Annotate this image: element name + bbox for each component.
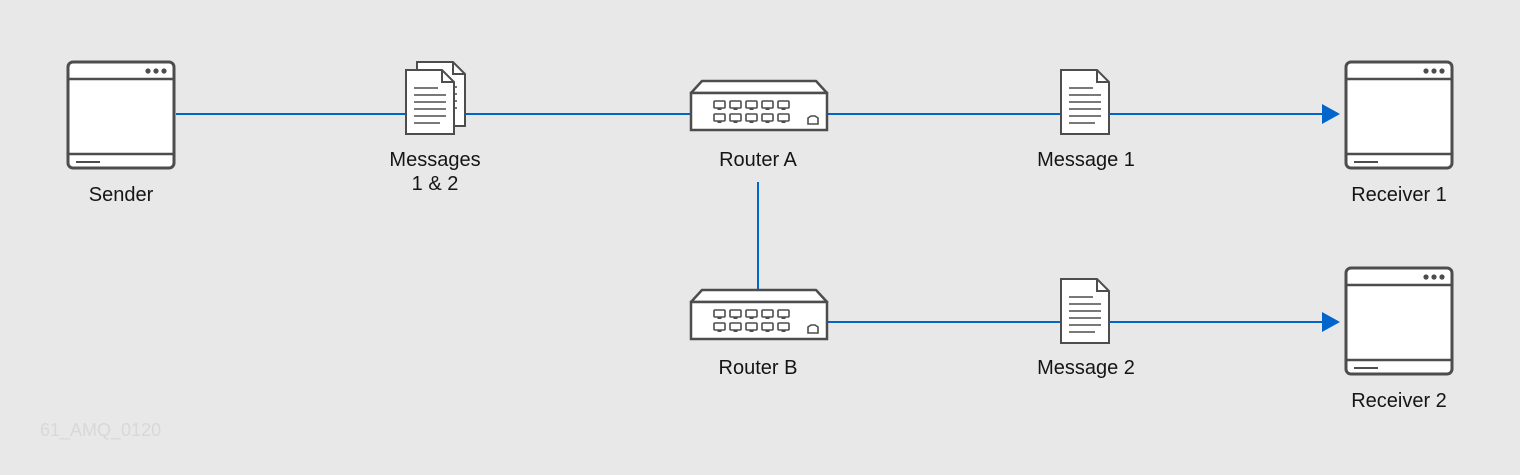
router-a-switch-icon — [691, 81, 827, 130]
messages-1-2-label: Messages 1 & 2 — [389, 149, 481, 195]
receiver-2-window-icon — [1344, 266, 1454, 376]
receiver-1-window-icon — [1344, 60, 1454, 170]
arrowhead-receiver-2-icon — [1322, 312, 1340, 332]
arrowhead-receiver-1-icon — [1322, 104, 1340, 124]
sender-label: Sender — [88, 184, 154, 206]
message-2-label: Message 2 — [1037, 357, 1135, 379]
figure-id-tag: 61_AMQ_0120 — [40, 420, 162, 440]
receiver-2-label: Receiver 2 — [1351, 390, 1447, 412]
sender-window-icon — [66, 60, 176, 170]
router-a-label: Router A — [719, 149, 797, 171]
messages-1-2-document-icon — [405, 61, 466, 135]
router-b-label: Router B — [718, 357, 798, 379]
message-1-document-icon — [1060, 69, 1110, 135]
message-2-document-icon — [1060, 278, 1110, 344]
router-b-switch-icon — [691, 290, 827, 339]
message-1-label: Message 1 — [1037, 149, 1135, 171]
receiver-1-label: Receiver 1 — [1351, 184, 1447, 206]
